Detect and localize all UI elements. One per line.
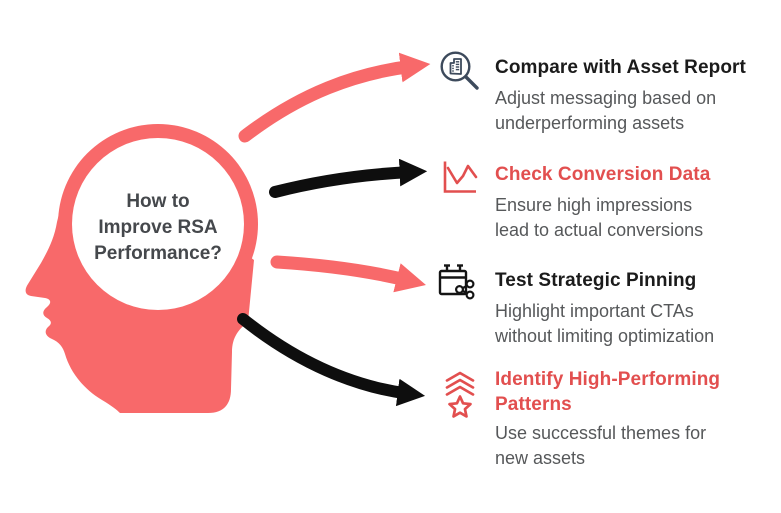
item-description: Ensure high impressions lead to actual c… (495, 195, 704, 240)
item-title: Check Conversion Data (495, 164, 711, 185)
line-chart-icon (443, 161, 478, 193)
arrow-2 (269, 158, 428, 198)
arrow-1 (238, 52, 431, 143)
calendar-nodes-icon (438, 264, 475, 300)
arrow-4 (237, 313, 426, 407)
item-title: Compare with Asset Report (495, 57, 746, 78)
chevrons-star-icon (445, 371, 475, 418)
arrow-3 (270, 255, 426, 293)
item-title: Test Strategic Pinning (495, 270, 697, 291)
item-description: Highlight important CTAs without limitin… (495, 301, 715, 346)
head-question: How to Improve RSA Performance? (94, 191, 222, 264)
head-silhouette (25, 124, 258, 413)
item-description: Adjust messaging based on underperformin… (495, 88, 717, 133)
item-description: Use successful themes for new assets (495, 423, 707, 468)
item-title: Identify High-Performing Patterns (495, 369, 721, 415)
magnifier-report-icon (440, 51, 479, 90)
